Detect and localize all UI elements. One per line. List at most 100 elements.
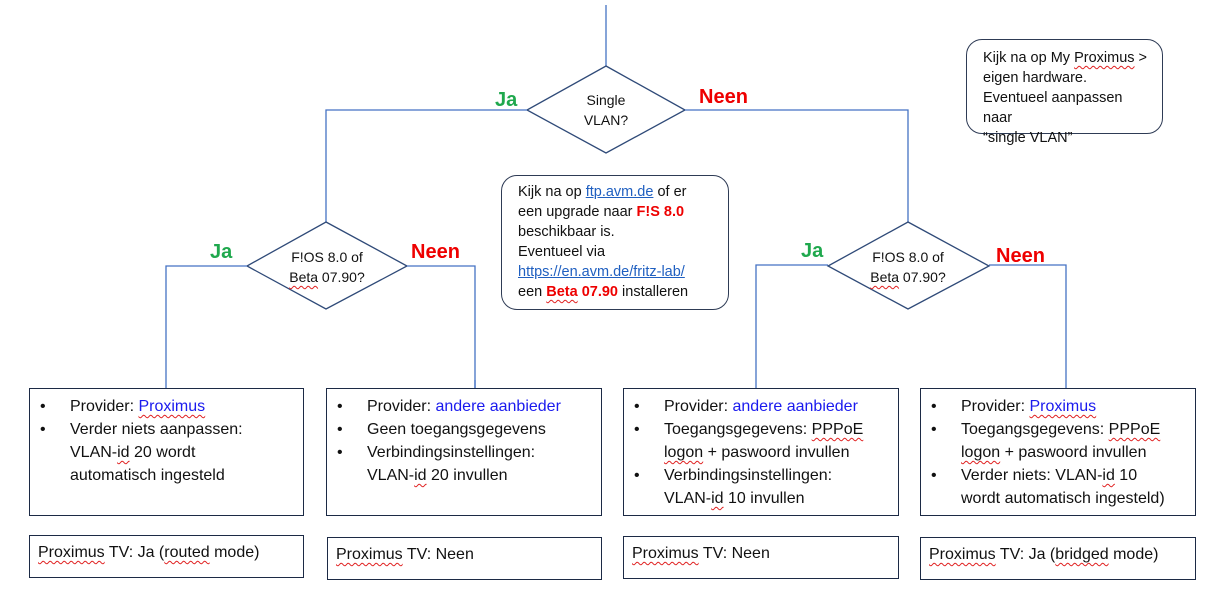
text: id	[117, 444, 130, 461]
tv-box-3: Proximus TV: Neen	[623, 536, 899, 579]
text: TV: Neen	[402, 546, 474, 563]
list-item: Provider: Proximus	[40, 395, 295, 418]
connector-top-no	[685, 109, 909, 222]
note-line: beschikbaar is.	[518, 224, 615, 240]
list-item: Geen toegangsgegevens	[337, 418, 593, 441]
text: een	[518, 284, 547, 300]
text: Provider:	[664, 398, 733, 415]
text: Proximus	[929, 546, 996, 563]
text: 10 invullen	[723, 490, 805, 507]
text: Provider:	[367, 398, 436, 415]
note-line: Eventueel via	[518, 244, 606, 260]
text: 20 invullen	[426, 467, 508, 484]
text: Kijk na op My	[983, 50, 1075, 66]
connector-right-yes	[755, 264, 828, 388]
text: TV: Ja (	[995, 546, 1056, 563]
left-yes-label: Ja	[210, 241, 233, 263]
text: Toegangsgegevens:	[664, 421, 812, 438]
provider-value: andere aanbieder	[732, 398, 858, 415]
decision-diamond-left	[245, 221, 409, 310]
text: routed	[164, 544, 210, 561]
text: Provider:	[70, 398, 139, 415]
beta-version: 07.90	[577, 284, 618, 300]
outcome-box-3: Provider: andere aanbieder Toegangsgegev…	[623, 388, 899, 516]
decision-diamond-single-vlan	[525, 65, 687, 154]
outcome-list: Provider: Proximus Toegangsgegevens: PPP…	[921, 389, 1195, 510]
decision-line-1: F!OS 8.0 of	[291, 249, 363, 265]
list-item: Provider: andere aanbieder	[634, 395, 890, 418]
note-line: een upgrade naar F!S 8.0	[518, 202, 718, 222]
text: bridged	[1055, 546, 1109, 563]
outcome-box-4: Provider: Proximus Toegangsgegevens: PPP…	[920, 388, 1196, 516]
connector-left-no	[407, 265, 476, 388]
decision-label-right: F!OS 8.0 of Beta 07.90?	[843, 247, 973, 287]
text: mode)	[1108, 546, 1159, 563]
provider-value: Proximus	[1029, 398, 1097, 415]
text: VLAN-	[367, 467, 415, 484]
top-yes-label: Ja	[495, 89, 518, 111]
ftp-avm-link[interactable]: ftp.avm.de	[585, 184, 654, 200]
note-firmware-upgrade: Kijk na op ftp.avm.de of er een upgrade …	[501, 175, 729, 310]
text: Verbindingsinstellingen:	[664, 467, 833, 484]
text: >	[1134, 50, 1148, 66]
text: + paswoord invullen	[703, 444, 850, 461]
text: PPPoE	[1108, 421, 1161, 438]
outcome-list: Provider: andere aanbieder Geen toegangs…	[327, 389, 601, 487]
text: + paswoord invullen	[1000, 444, 1147, 461]
version-text: 07.90?	[318, 269, 365, 285]
text: wordt automatisch ingesteld)	[961, 490, 1165, 507]
text: VLAN-	[70, 444, 118, 461]
text: Proximus	[632, 545, 699, 562]
list-item: Provider: Proximus	[931, 395, 1187, 418]
text: Verder niets: VLAN-	[961, 467, 1103, 484]
tv-box-1: Proximus TV: Ja (routed mode)	[29, 535, 304, 578]
list-item: Provider: andere aanbieder	[337, 395, 593, 418]
note-line: “single VLAN”	[983, 130, 1073, 146]
text: 20 wordt	[129, 444, 196, 461]
list-item: Verder niets: VLAN-id 10 wordt automatisc…	[931, 464, 1187, 510]
left-no-label: Neen	[411, 241, 460, 263]
beta-word: Beta	[870, 269, 900, 285]
note-line: https://en.avm.de/fritz-lab/	[518, 262, 718, 282]
note-line: eigen hardware.	[983, 70, 1087, 86]
outcome-box-2: Provider: andere aanbieder Geen toegangs…	[326, 388, 602, 516]
text: Provider:	[961, 398, 1030, 415]
text: id	[711, 490, 724, 507]
top-no-label: Neen	[699, 86, 748, 108]
decision-label-single-vlan: Single VLAN?	[557, 90, 655, 130]
right-yes-label: Ja	[801, 240, 824, 262]
tv-box-2: Proximus TV: Neen	[327, 537, 602, 580]
text: Toegangsgegevens:	[961, 421, 1109, 438]
right-no-label: Neen	[996, 245, 1045, 267]
text: of er	[653, 184, 687, 200]
text: Verder niets aanpassen:	[70, 421, 243, 438]
text: PPPoE	[811, 421, 864, 438]
decision-line-1: Single	[586, 92, 626, 108]
list-item: Toegangsgegevens: PPPoE logon + paswoord …	[634, 418, 890, 464]
decision-line-2: Beta 07.90?	[262, 267, 392, 287]
text: automatisch ingesteld	[70, 467, 225, 484]
tv-box-4: Proximus TV: Ja (bridged mode)	[920, 537, 1196, 580]
text: Proximus	[336, 546, 403, 563]
fritz-lab-link[interactable]: https://en.avm.de/fritz-lab/	[518, 264, 685, 280]
proximus-word: Proximus	[1074, 50, 1135, 66]
decision-line-2: VLAN?	[583, 112, 629, 128]
text: TV: Neen	[698, 545, 770, 562]
text: mode)	[209, 544, 260, 561]
text: logon	[664, 444, 704, 461]
text: id	[1102, 467, 1115, 484]
beta-word: Beta	[289, 269, 319, 285]
provider-value: Proximus	[138, 398, 206, 415]
text: 10	[1114, 467, 1138, 484]
connector-left-yes	[165, 265, 247, 388]
connector-right-no	[989, 264, 1067, 388]
connector-top-yes	[325, 109, 527, 222]
text: installeren	[618, 284, 689, 300]
note-line: Kijk na op My Proximus >	[983, 48, 1152, 68]
decision-label-left: F!OS 8.0 of Beta 07.90?	[262, 247, 392, 287]
list-item: Verbindingsinstellingen:VLAN-id 20 invul…	[337, 441, 593, 487]
note-line: Kijk na op ftp.avm.de of er	[518, 182, 718, 202]
decision-line-2: Beta 07.90?	[843, 267, 973, 287]
